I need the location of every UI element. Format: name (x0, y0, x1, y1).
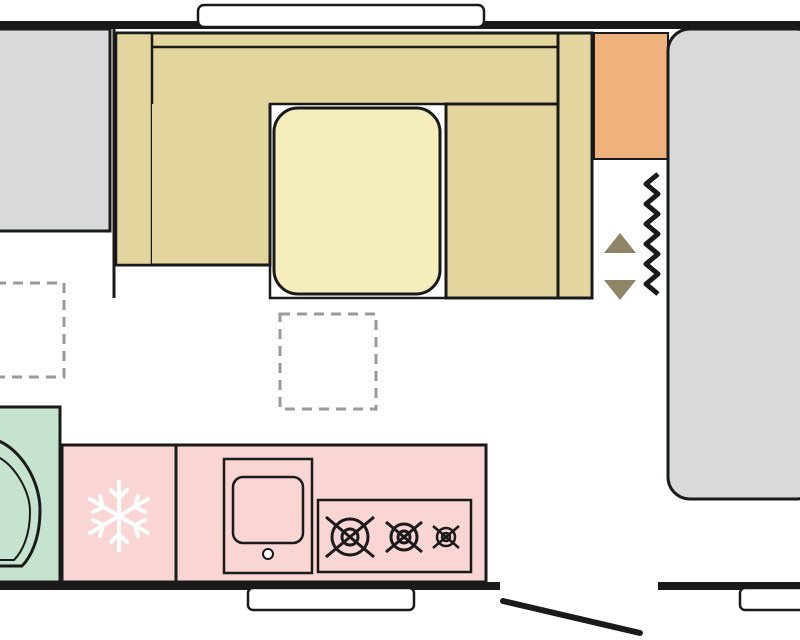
toilet-icon (0, 440, 42, 568)
washroom (0, 405, 62, 584)
burner-medium (385, 520, 423, 554)
windows (196, 3, 800, 612)
gas-burner-icon (325, 515, 460, 559)
toilet-inner (0, 457, 32, 561)
zigzag-heater-icon (643, 172, 661, 296)
wardrobe (593, 32, 669, 160)
lounge-left-arm (114, 31, 154, 267)
bottom-window-left (246, 586, 416, 612)
burner-small (432, 525, 460, 549)
rooflight-left (0, 281, 66, 379)
up-down-arrows-icon (604, 233, 636, 300)
arrow-up (604, 233, 636, 253)
burner-large (325, 515, 375, 559)
lounge-right-seat-extension (444, 102, 560, 300)
sink-icon (231, 475, 305, 545)
bottom-wall-left (0, 582, 500, 590)
entrance-door (500, 598, 643, 636)
lounge-left-outline (152, 104, 272, 267)
bottom-wall-right (658, 582, 800, 590)
lounge-right-arm (556, 31, 594, 300)
sink-drain (262, 548, 274, 560)
arrow-down (604, 280, 636, 300)
kitchen-counter (174, 443, 488, 584)
rooflight-center (278, 312, 378, 411)
rear-bed (666, 27, 800, 501)
dining-table (272, 106, 442, 296)
bottom-window-right (738, 586, 800, 612)
top-window (196, 3, 486, 29)
front-grey-cabinet (0, 27, 112, 233)
rooflights (0, 281, 378, 411)
snowflake-icon (88, 480, 150, 552)
lounge-left-seat-extension (152, 104, 270, 265)
